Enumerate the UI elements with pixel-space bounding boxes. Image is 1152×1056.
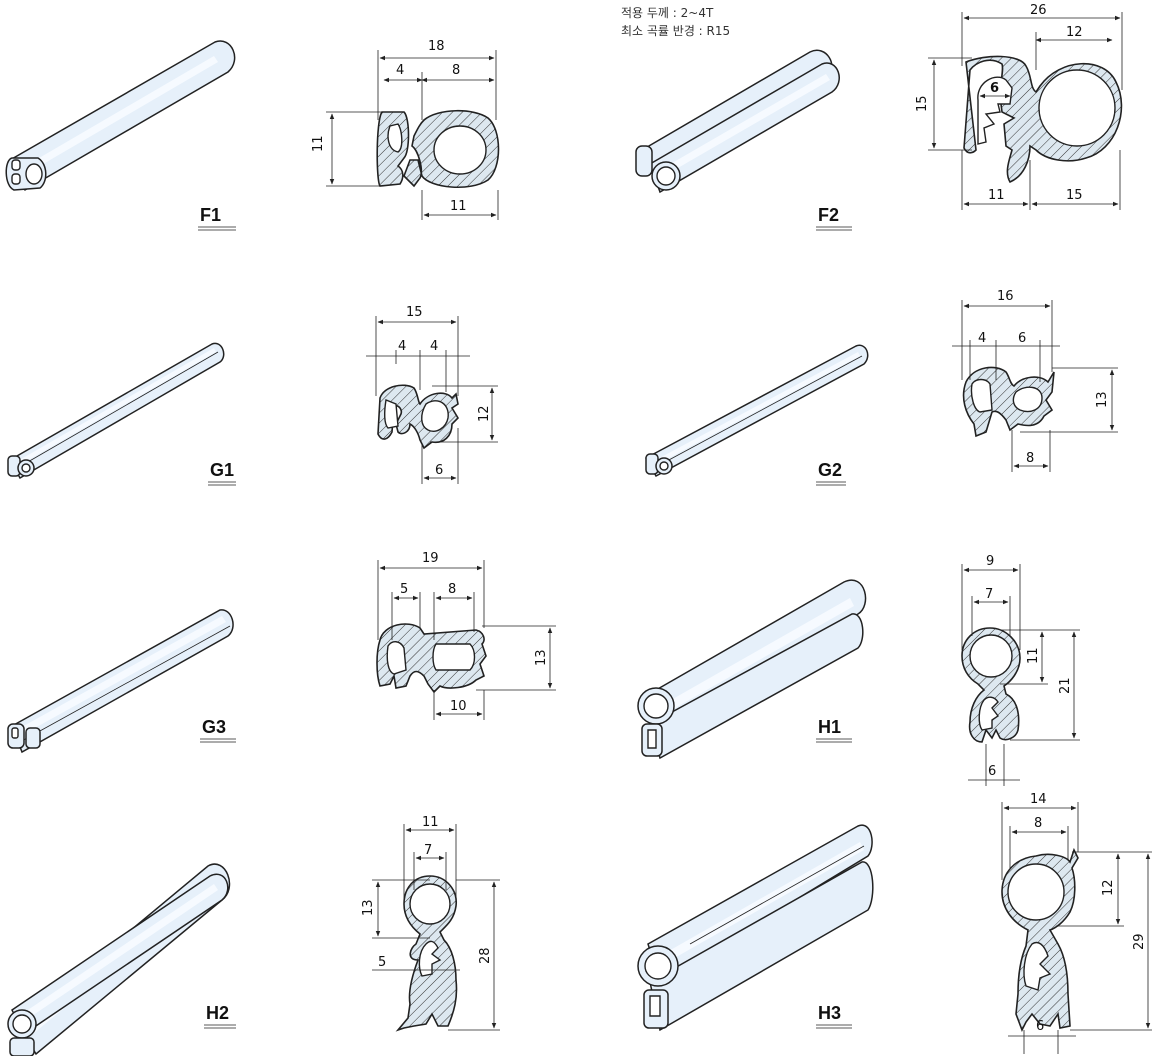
f1-dim-base: 11 bbox=[450, 199, 467, 214]
g3-dim-b: 8 bbox=[448, 582, 456, 597]
h2-dim-slot: 5 bbox=[378, 955, 386, 970]
f1-dim-b: 8 bbox=[452, 63, 460, 78]
code-h1: H1 bbox=[818, 717, 841, 737]
code-g2: G2 bbox=[818, 460, 842, 480]
h1-dim-width: 9 bbox=[986, 554, 994, 569]
rod-illustration-h3 bbox=[637, 824, 874, 1032]
h3-dim-ring: 12 bbox=[1101, 879, 1116, 896]
g2-dim-b: 6 bbox=[1018, 331, 1026, 346]
f1-dim-width: 18 bbox=[428, 39, 445, 54]
section-g1 bbox=[377, 384, 460, 450]
g1-dim-height: 12 bbox=[477, 405, 492, 422]
f2-dim-left: 11 bbox=[988, 188, 1005, 203]
f2-dim-height: 15 bbox=[915, 95, 930, 112]
h1-dim-inner: 7 bbox=[985, 587, 993, 602]
code-f1: F1 bbox=[200, 205, 221, 225]
g1-dim-width: 15 bbox=[406, 305, 423, 320]
g2-dim-a: 4 bbox=[978, 331, 986, 346]
section-g2 bbox=[962, 366, 1055, 438]
rod-illustration-h2 bbox=[7, 863, 231, 1056]
g1-dim-b: 4 bbox=[430, 339, 438, 354]
h3-dim-base: 6 bbox=[1036, 1019, 1044, 1034]
g1-dim-base: 6 bbox=[435, 463, 443, 478]
rod-illustration-g1 bbox=[7, 342, 225, 480]
f2-dim-width: 26 bbox=[1030, 3, 1047, 18]
section-h3 bbox=[1001, 847, 1079, 1032]
code-h3: H3 bbox=[818, 1003, 841, 1023]
h2-dim-height: 28 bbox=[478, 947, 493, 964]
section-f1 bbox=[376, 109, 500, 189]
g1-dim-a: 4 bbox=[398, 339, 406, 354]
section-g3 bbox=[376, 623, 487, 694]
radius-note: 최소 곡률 반경 : R15 bbox=[621, 24, 731, 38]
h3-dim-width: 14 bbox=[1030, 792, 1047, 807]
g3-dim-base: 10 bbox=[450, 699, 467, 714]
g3-dim-a: 5 bbox=[400, 582, 408, 597]
h2-dim-inner: 7 bbox=[424, 843, 432, 858]
rod-illustration-f2 bbox=[635, 49, 840, 194]
code-g3: G3 bbox=[202, 717, 226, 737]
f1-dim-height: 11 bbox=[311, 135, 326, 152]
g3-dim-width: 19 bbox=[422, 551, 439, 566]
h2-dim-ring: 13 bbox=[361, 899, 376, 916]
code-g1: G1 bbox=[210, 460, 234, 480]
h1-dim-ring: 11 bbox=[1026, 647, 1041, 664]
h2-dim-width: 11 bbox=[422, 815, 439, 830]
g2-dim-height: 13 bbox=[1095, 391, 1110, 408]
h3-dim-height: 29 bbox=[1132, 933, 1147, 950]
spec-notes: 적용 두께 : 2~4T 최소 곡률 반경 : R15 bbox=[621, 4, 730, 40]
section-h1 bbox=[961, 627, 1021, 743]
rod-illustration-g2 bbox=[644, 344, 869, 478]
thickness-note: 적용 두께 : 2~4T bbox=[621, 6, 714, 20]
g3-dim-height: 13 bbox=[534, 649, 549, 666]
f2-dim-slot: 6 bbox=[990, 81, 999, 96]
h3-dim-inner: 8 bbox=[1034, 816, 1042, 831]
g2-dim-base: 8 bbox=[1026, 451, 1034, 466]
code-h2: H2 bbox=[206, 1003, 229, 1023]
g2-dim-width: 16 bbox=[997, 289, 1014, 304]
rod-illustration-g3 bbox=[7, 609, 234, 754]
f1-dim-a: 4 bbox=[396, 63, 404, 78]
code-f2: F2 bbox=[818, 205, 839, 225]
f2-dim-right: 15 bbox=[1066, 188, 1083, 203]
h1-dim-height: 21 bbox=[1058, 677, 1073, 694]
h1-dim-base: 6 bbox=[988, 764, 996, 779]
f2-dim-ring: 12 bbox=[1066, 25, 1083, 40]
rod-illustration-f1 bbox=[5, 40, 236, 192]
section-f2 bbox=[963, 55, 1123, 184]
rod-illustration-h1 bbox=[637, 579, 867, 760]
section-h2 bbox=[395, 875, 458, 1032]
